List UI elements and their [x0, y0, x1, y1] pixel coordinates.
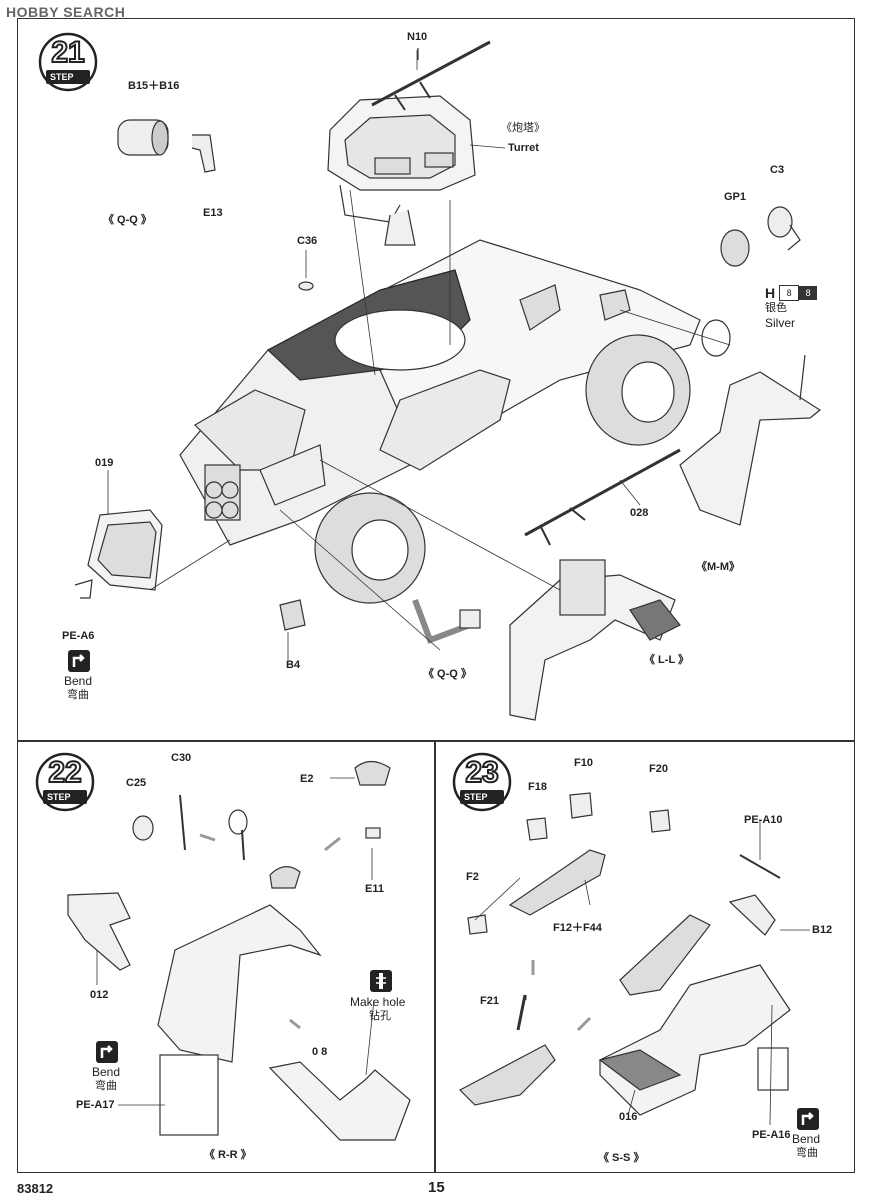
exhaust-drawing [279, 598, 481, 644]
label-ll: 《 L-L 》 [644, 654, 690, 666]
label-f10: F10 [574, 757, 593, 769]
fender-ll-drawing [509, 559, 681, 721]
label-e11: E11 [365, 883, 384, 895]
label-qq-top: 《 Q-Q 》 [103, 214, 152, 226]
paint-callout: H 8 8 [765, 285, 818, 301]
label-f20: F20 [649, 763, 668, 775]
step21-drawing [74, 40, 822, 721]
bend-icon [797, 1108, 819, 1130]
label-turret-en: Turret [508, 142, 539, 154]
label-rr: 《 R-R 》 [204, 1149, 252, 1161]
label-bend-en: Bend [64, 674, 93, 688]
watermark: HOBBY SEARCH [6, 4, 126, 20]
step-number: 22 [47, 756, 82, 789]
label-o19: 019 [95, 457, 114, 469]
label-b15-b16: B15＋B16 [128, 80, 180, 92]
label-n10: N10 [407, 31, 428, 43]
label-pe-a10: PE-A10 [744, 814, 783, 826]
drill-icon [376, 973, 386, 989]
label-b12: B12 [812, 924, 833, 936]
step23-badge: 23 STEP [452, 752, 512, 812]
label-e2: E2 [300, 773, 314, 785]
label-silver-cn: 银色 [765, 302, 787, 314]
step23-panel [435, 741, 855, 1173]
label-b4: B4 [286, 659, 301, 671]
label-bend-cn: 弯曲 [796, 1147, 818, 1159]
label-o28: 028 [630, 507, 649, 519]
label-f21: F21 [480, 995, 499, 1007]
label-f2: F2 [466, 871, 479, 883]
hatch-019-drawing [74, 509, 163, 599]
label-c30: C30 [171, 752, 192, 764]
label-c36: C36 [297, 235, 318, 247]
step-number: 23 [464, 756, 499, 789]
kit-number: 83812 [17, 1181, 54, 1196]
label-o16: 016 [619, 1111, 638, 1123]
turret-drawing [327, 40, 491, 246]
label-bend-en: Bend [792, 1132, 821, 1146]
bend-icon [96, 1041, 118, 1063]
step-tag: STEP [460, 790, 504, 804]
label-c3: C3 [770, 164, 785, 176]
label-e13: E13 [203, 207, 223, 219]
bend-arrow-icon [72, 654, 85, 667]
mirror-parts-drawing [701, 206, 801, 357]
step21-badge: 21 STEP [38, 32, 98, 92]
bend-arrow-icon [801, 1112, 814, 1125]
label-c25: C25 [126, 777, 147, 789]
label-bend-en: Bend [92, 1065, 121, 1079]
label-make-hole-cn: 钻孔 [369, 1010, 391, 1022]
label-f12-f44: F12＋F44 [553, 922, 602, 934]
label-pe-a16: PE-A16 [752, 1129, 791, 1141]
step21-panel [17, 18, 855, 741]
rifle-028-drawing [524, 448, 681, 546]
paint-number-box-dark: 8 [799, 286, 818, 300]
label-qq-bottom: 《 Q-Q 》 [423, 668, 472, 680]
step-tag: STEP [43, 790, 87, 804]
step22-badge: 22 STEP [35, 752, 95, 812]
step22-panel [17, 741, 435, 1173]
label-ss: 《 S-S 》 [598, 1152, 645, 1164]
step-tag: STEP [46, 70, 90, 84]
page-number: 15 [428, 1179, 445, 1196]
step-number: 21 [50, 36, 85, 69]
label-pe-a17: PE-A17 [76, 1099, 115, 1111]
paint-number-box: 8 [779, 285, 800, 301]
label-mm: 《M-M》 [696, 561, 740, 573]
paint-code: H [765, 285, 776, 301]
label-make-hole-en: Make hole [350, 995, 406, 1009]
label-gp1: GP1 [724, 191, 747, 203]
label-bend-cn: 弯曲 [95, 1080, 117, 1092]
label-f18: F18 [528, 781, 547, 793]
leader-lines [107, 50, 731, 660]
label-silver-en: Silver [765, 316, 796, 330]
label-turret-cn: 《炮塔》 [501, 122, 545, 134]
label-o12: 012 [90, 989, 109, 1001]
label-bend-cn: 弯曲 [67, 689, 89, 701]
label-o8: 0 8 [312, 1046, 328, 1058]
make-hole-icon [370, 970, 392, 992]
bend-arrow-icon [100, 1045, 113, 1058]
c36-drawing [298, 281, 314, 291]
fender-mm-drawing [679, 354, 822, 526]
wheels-drawing [314, 334, 691, 604]
hull-drawing [179, 239, 701, 546]
qq-parts-drawing [117, 119, 216, 173]
label-pe-a6: PE-A6 [62, 630, 95, 642]
bend-icon [68, 650, 90, 672]
